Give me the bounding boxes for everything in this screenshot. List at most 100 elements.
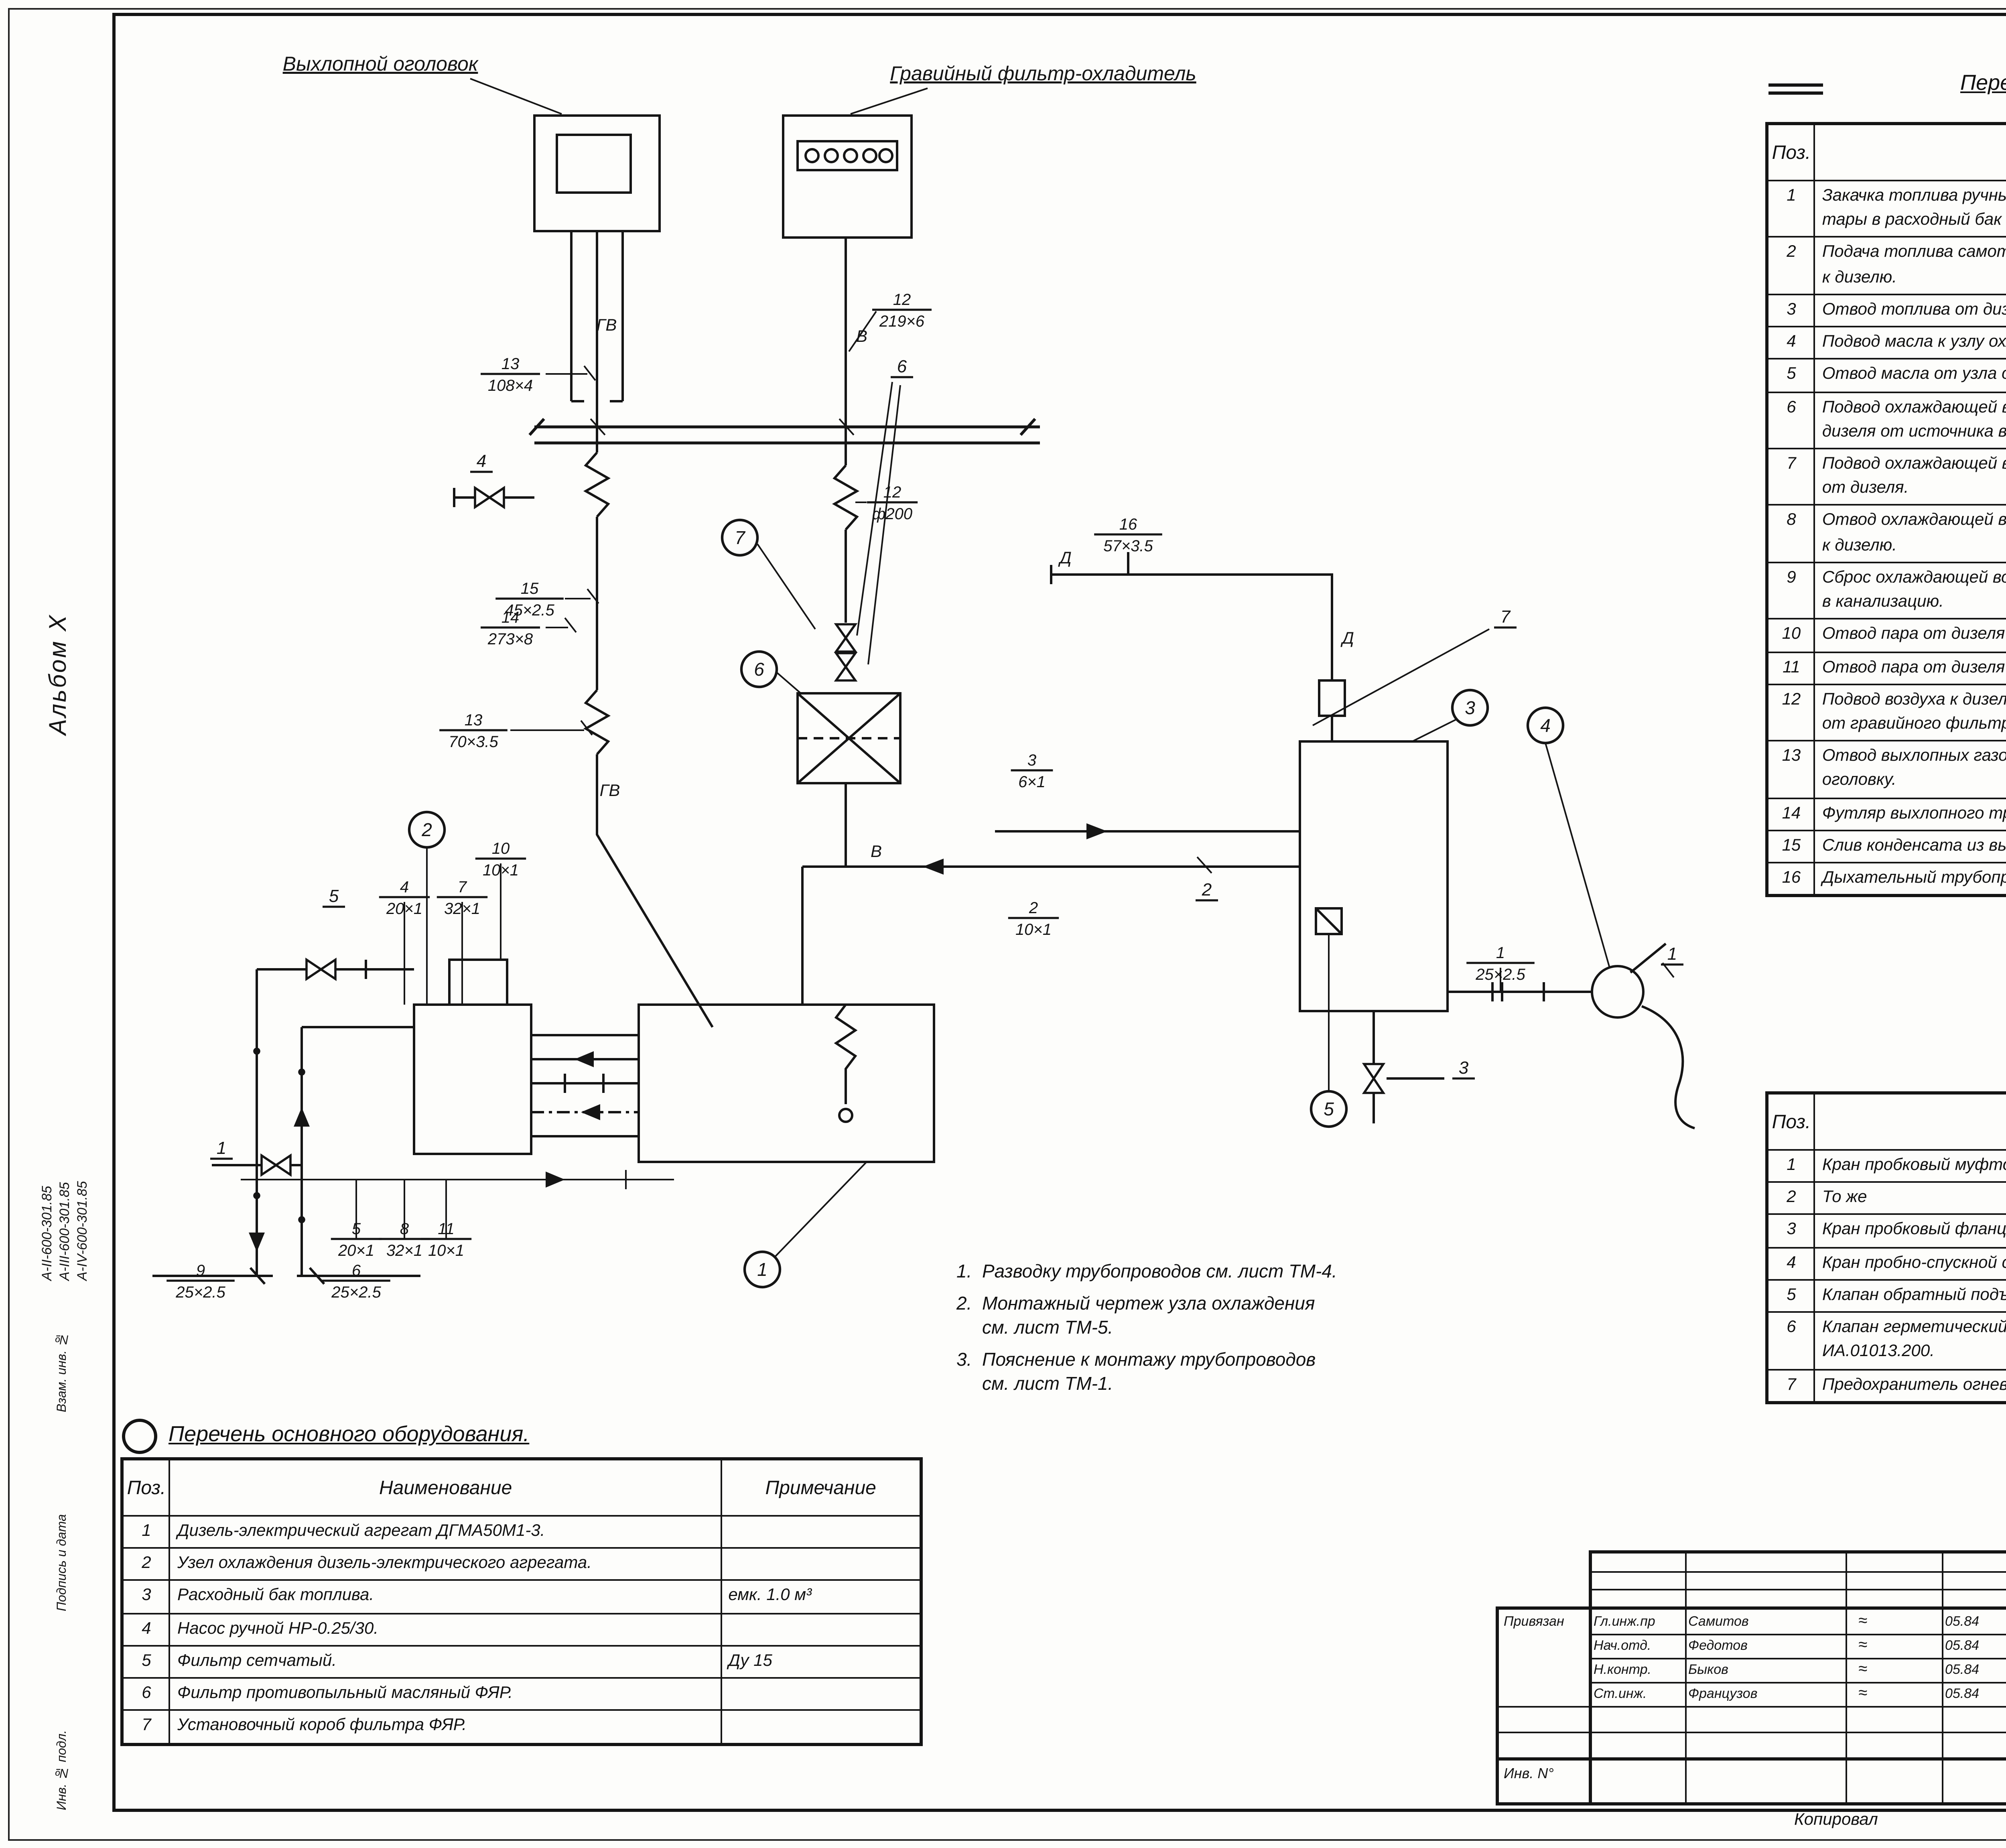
cell-pos: 7 xyxy=(121,1710,171,1745)
cell-name: Кран пробковый фланцевый 11ч8бк xyxy=(1814,1214,2006,1248)
cell-name: Фильтр противопыльный масляный ФЯР. xyxy=(169,1677,722,1712)
valves-table-title: Перечень запорной арматуры. xyxy=(1765,1050,2006,1074)
cell-name: Закачка топлива ручным насосом из перено… xyxy=(1814,179,2006,238)
cell-note xyxy=(720,1710,922,1745)
column-header: Наименование xyxy=(1814,123,2006,181)
cell-name: Клапан обратный подъемный муфтовый 16ч11… xyxy=(1814,1279,2006,1313)
column-header: Наименование xyxy=(1814,1092,2006,1151)
signature-date: 05.84 xyxy=(1945,1637,1980,1653)
copied-label: Копировал xyxy=(1794,1810,1878,1830)
margin-label-podpis: Подпись и дата xyxy=(55,1514,69,1611)
note-text: Монтажный чертеж узла охлаждения см. лис… xyxy=(982,1296,1315,1338)
drawing-frame xyxy=(112,13,2006,1812)
cell-name: Отвод охлаждающей воды от узла охлаждени… xyxy=(1814,504,2006,563)
cell-name: Дыхательный трубопровод расходного бака … xyxy=(1814,862,2006,897)
note-number: 2. xyxy=(956,1296,972,1315)
cell-name: Кран пробно-спускной сальниковый 10Б9бк1 xyxy=(1814,1246,2006,1281)
signature-scribble: ≈ xyxy=(1858,1637,1867,1655)
signature-role: Ст.инж. xyxy=(1594,1685,1647,1701)
column-header: Наименование xyxy=(169,1458,722,1517)
cell-pos: 7 xyxy=(1766,1368,1816,1403)
cell-pos: 10 xyxy=(1766,618,1816,653)
note-item: 1.Разводку трубопроводов см. лист ТМ-4. xyxy=(956,1261,1496,1285)
column-header: Примечание xyxy=(720,1458,922,1517)
inventory-label: Инв. N° xyxy=(1504,1765,1554,1781)
title-dashes xyxy=(1768,83,1823,95)
side-code: А-IV-600-301.85 xyxy=(74,1181,90,1281)
cell-name: То же xyxy=(1814,1181,2006,1216)
album-label: Альбом X xyxy=(45,613,72,735)
cell-name: Узел охлаждения дизель-электрического аг… xyxy=(169,1547,722,1582)
cell-name: Отвод пара от дизеля в радиатор. xyxy=(1814,650,2006,685)
drawing-notes: 1.Разводку трубопроводов см. лист ТМ-4. 2… xyxy=(956,1261,1496,1406)
cell-pos: 8 xyxy=(1766,504,1816,563)
side-code: А-II-600-301.85 xyxy=(39,1186,55,1281)
equipment-table-title: Перечень основного оборудования. xyxy=(169,1422,530,1446)
cell-pos: 3 xyxy=(1766,1214,1816,1248)
cell-name: Предохранитель огневой ОП-Л-50. xyxy=(1814,1368,2006,1403)
signature-name: Федотов xyxy=(1688,1637,1748,1653)
cell-pos: 11 xyxy=(1766,650,1816,685)
cell-name: Подвод охлаждающей воды к узлу охлаждени… xyxy=(1814,447,2006,506)
cell-note: емк. 1.0 м³ xyxy=(720,1580,922,1614)
signature-date: 05.84 xyxy=(1945,1661,1980,1677)
cell-name: Сброс охлаждающей воды из узла охлаждени… xyxy=(1814,561,2006,620)
cell-pos: 9 xyxy=(1766,561,1816,620)
signature-name: Быков xyxy=(1688,1661,1728,1677)
cell-name: Отвод масла от узла охлаждения к дизелю. xyxy=(1814,358,2006,393)
cell-pos: 13 xyxy=(1766,740,1816,799)
signature-name: Французов xyxy=(1688,1685,1758,1701)
signature-scribble: ≈ xyxy=(1858,1661,1867,1679)
table-row: 2То жеДу15; Ру10 xyxy=(1766,1181,2006,1216)
cell-name: Слив конденсата из выхлопного трубопрово… xyxy=(1814,829,2006,864)
signature-name: Самитов xyxy=(1688,1613,1749,1629)
cell-pos: 6 xyxy=(1766,1311,1816,1370)
cell-pos: 4 xyxy=(1766,326,1816,360)
cell-note: Ду 15 xyxy=(720,1645,922,1679)
cell-name: Подвод охлаждающей воды к холодильнику м… xyxy=(1814,391,2006,449)
cell-note xyxy=(720,1677,922,1712)
column-header: Поз. xyxy=(1766,123,1816,181)
cell-name: Установочный короб фильтра ФЯР. xyxy=(169,1710,722,1745)
column-header: Поз. xyxy=(1766,1092,1816,1151)
cell-name: Отвод топлива от дизеля в расходный бак. xyxy=(1814,293,2006,328)
section-circle xyxy=(122,1419,157,1454)
cell-pos: 2 xyxy=(1766,236,1816,295)
signature-date: 05.84 xyxy=(1945,1613,1980,1629)
cell-name: Отвод выхлопных газов от дизеля к выхлоп… xyxy=(1814,740,2006,799)
cell-pos: 1 xyxy=(1766,1149,1816,1183)
cell-name: Фильтр сетчатый. xyxy=(169,1645,722,1679)
cell-name: Отвод пара от дизеля в смесительный бачо… xyxy=(1814,618,2006,653)
cell-pos: 1 xyxy=(1766,179,1816,238)
note-text: Разводку трубопроводов см. лист ТМ-4. xyxy=(982,1263,1337,1282)
cell-pos: 6 xyxy=(1766,391,1816,449)
cell-pos: 14 xyxy=(1766,797,1816,831)
cell-pos: 1 xyxy=(121,1515,171,1549)
margin-label-vzam: Взам. инв. № xyxy=(55,1332,69,1412)
note-text: Пояснение к монтажу трубопроводов см. ли… xyxy=(982,1351,1316,1394)
signature-scribble: ≈ xyxy=(1858,1613,1867,1631)
cell-name: Расходный бак топлива. xyxy=(169,1580,722,1614)
